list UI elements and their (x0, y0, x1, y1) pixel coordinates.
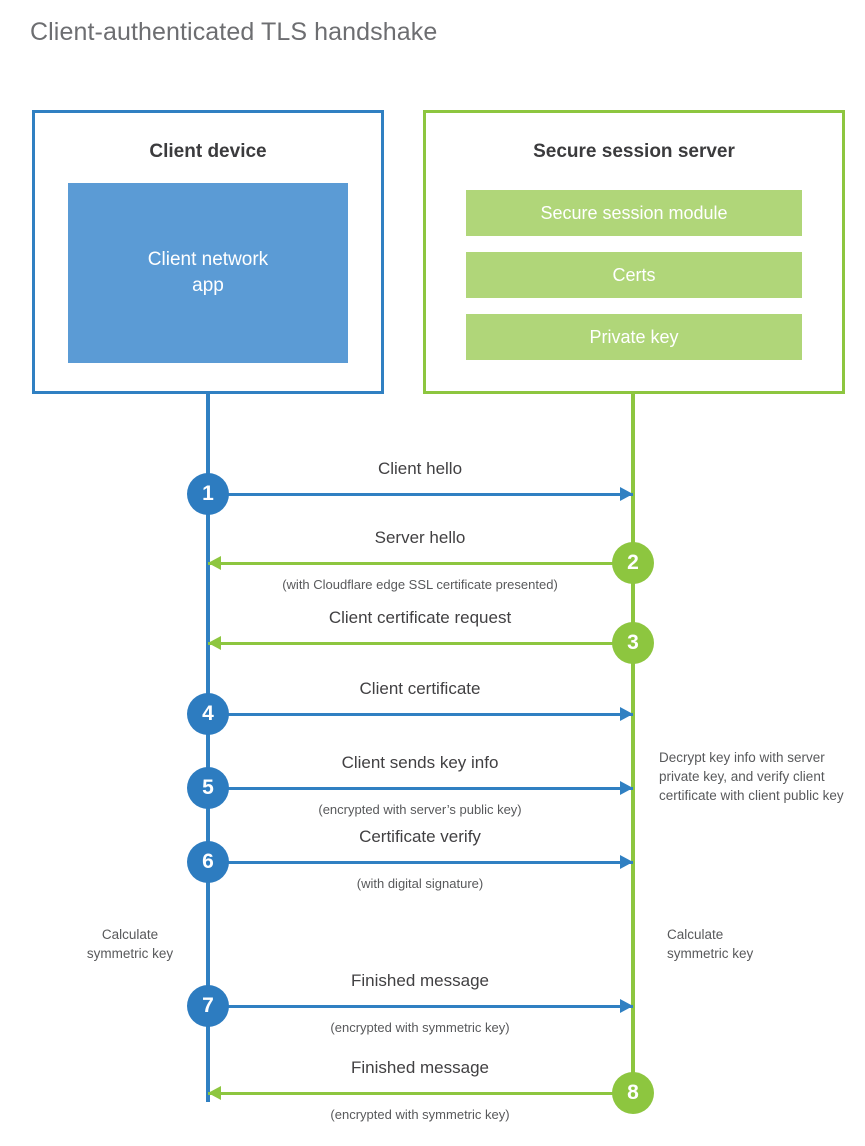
arrow-head-6 (620, 855, 633, 869)
note-calculate-symmetric-key-client: Calculate symmetric key (86, 927, 174, 961)
message-line-7 (208, 1005, 633, 1008)
step-circle-3[interactable]: 3 (612, 622, 654, 664)
step-circle-7[interactable]: 7 (187, 985, 229, 1027)
message-label-1: Client hello (377, 459, 463, 478)
arrow-head-5 (620, 781, 633, 795)
step-circle-1[interactable]: 1 (187, 473, 229, 515)
message-line-8 (208, 1092, 633, 1095)
message-sublabel-2: (with Cloudflare edge SSL certificate pr… (282, 577, 558, 592)
server-bar-private-key: Private key (466, 314, 802, 360)
message-sublabel-7: (encrypted with symmetric key) (330, 1020, 510, 1035)
message-line-3 (208, 642, 633, 645)
message-line-5 (208, 787, 633, 790)
arrow-head-8 (208, 1086, 221, 1100)
message-label-3: Client certificate request (328, 608, 512, 627)
arrow-head-3 (208, 636, 221, 650)
note-calculate-symmetric-key-server: Calculate symmetric key (667, 927, 754, 961)
step-circle-8[interactable]: 8 (612, 1072, 654, 1114)
message-label-5: Client sends key info (341, 753, 499, 772)
step-circle-4[interactable]: 4 (187, 693, 229, 735)
message-line-6 (208, 861, 633, 864)
message-line-1 (208, 493, 633, 496)
client-device-box: Client device Client network app (32, 110, 384, 394)
arrow-head-7 (620, 999, 633, 1013)
step-circle-6[interactable]: 6 (187, 841, 229, 883)
arrow-head-4 (620, 707, 633, 721)
server-lifeline (631, 392, 635, 1095)
secure-session-server-box: Secure session server Secure session mod… (423, 110, 845, 394)
server-bar-secure-session-module: Secure session module (466, 190, 802, 236)
step-circle-5[interactable]: 5 (187, 767, 229, 809)
client-device-title: Client device (149, 141, 267, 162)
message-label-4: Client certificate (359, 679, 481, 698)
message-label-6: Certificate verify (359, 827, 481, 846)
client-lifeline (206, 392, 210, 1102)
client-network-app-box: Client network app (68, 183, 348, 363)
message-sublabel-8: (encrypted with symmetric key) (330, 1107, 510, 1122)
message-label-2: Server hello (374, 528, 466, 547)
step-circle-2[interactable]: 2 (612, 542, 654, 584)
message-sublabel-6: (with digital signature) (356, 876, 484, 891)
secure-session-server-title: Secure session server (533, 141, 735, 162)
message-sublabel-5: (encrypted with server’s public key) (318, 802, 522, 817)
page-title: Client-authenticated TLS handshake (30, 18, 438, 46)
arrow-head-1 (620, 487, 633, 501)
note-server-decrypt: Decrypt key info with server private key… (659, 750, 844, 803)
message-label-7: Finished message (351, 971, 489, 990)
message-label-8: Finished message (351, 1058, 489, 1077)
arrow-head-2 (208, 556, 221, 570)
message-line-2 (208, 562, 633, 565)
server-bar-certs: Certs (466, 252, 802, 298)
message-line-4 (208, 713, 633, 716)
